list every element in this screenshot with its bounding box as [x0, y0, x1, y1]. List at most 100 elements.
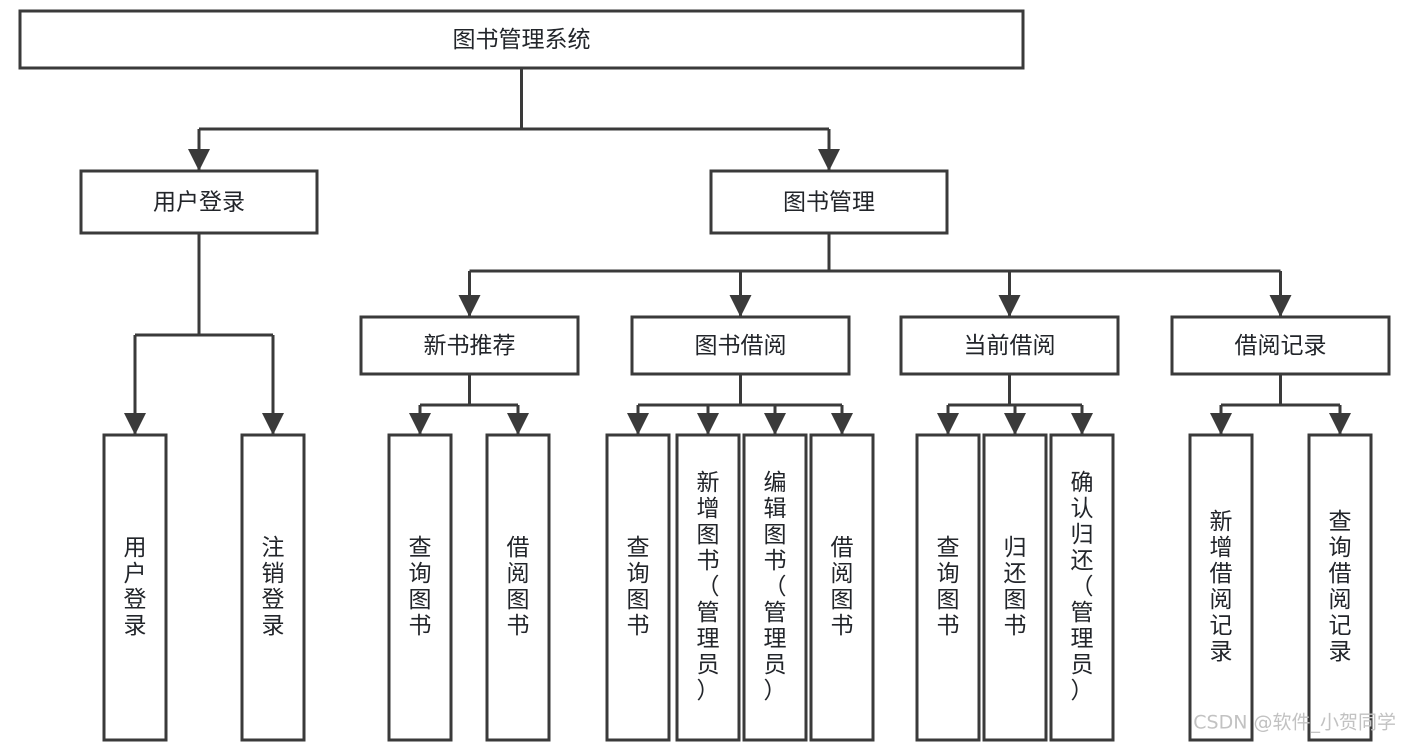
node-label-leaf-add-book-admin-char: ） [697, 678, 720, 704]
node-label-leaf-user-logout-char: 注 [262, 535, 285, 561]
node-leaf-confirm-return-admin[interactable] [1049, 433, 1115, 742]
node-leaf-user-login[interactable] [102, 433, 168, 742]
arrowhead-icon [764, 413, 786, 435]
node-label-leaf-add-book-admin-char: 书 [697, 548, 720, 574]
node-book-borrow[interactable] [630, 315, 851, 376]
node-label-leaf-user-logout-char: 销 [262, 561, 285, 587]
node-leaf-query-borrow-record[interactable] [1307, 433, 1373, 742]
node-label-leaf-edit-book-admin-char: （ [764, 574, 787, 600]
node-label-new-book-recommend: 新书推荐 [424, 333, 516, 359]
node-leaf-return-book[interactable] [982, 433, 1048, 742]
node-leaf-add-book-admin[interactable] [675, 433, 741, 742]
node-label-leaf-query-book-2-char: 查 [627, 535, 650, 561]
node-label-leaf-query-book-3-char: 查 [937, 535, 960, 561]
node-label-leaf-query-borrow-record-char: 阅 [1329, 587, 1352, 613]
arrowhead-icon [697, 413, 719, 435]
node-label-leaf-borrow-book-2-char: 书 [831, 613, 854, 639]
node-label-book-management: 图书管理 [783, 190, 875, 216]
arrowhead-icon [729, 295, 752, 317]
node-label-leaf-edit-book-admin-char: 编 [764, 470, 787, 496]
node-label-leaf-user-login-char: 录 [124, 613, 147, 639]
node-label-leaf-query-book-2-char: 书 [627, 613, 650, 639]
arrowhead-icon [124, 413, 146, 435]
node-label-leaf-add-borrow-record-char: 阅 [1210, 587, 1233, 613]
node-label-leaf-return-book-char: 还 [1004, 561, 1027, 587]
node-leaf-borrow-book-1[interactable] [485, 433, 551, 742]
node-label-leaf-query-borrow-record-char: 录 [1329, 639, 1352, 665]
node-label-leaf-edit-book-admin-char: ） [764, 678, 787, 704]
node-label-leaf-edit-book-admin-char: 图 [764, 522, 787, 548]
node-label-leaf-user-login-char: 户 [124, 561, 147, 587]
edges-layer [124, 68, 1351, 435]
arrowhead-icon [458, 295, 481, 317]
node-leaf-query-book-2[interactable] [605, 433, 671, 742]
node-label-leaf-add-book-admin-char: 新 [697, 470, 720, 496]
node-leaf-query-book-3[interactable] [915, 433, 981, 742]
node-label-user-login: 用户登录 [153, 190, 245, 216]
node-label-leaf-query-book-3-char: 询 [937, 561, 960, 587]
node-label-leaf-add-book-admin-char: 图 [697, 522, 720, 548]
arrowhead-icon [627, 413, 649, 435]
node-label-leaf-query-book-3-char: 图 [937, 587, 960, 613]
nodes-layer: 图书管理系统用户登录图书管理新书推荐图书借阅当前借阅借阅记录用户登录注销登录查询… [18, 9, 1391, 742]
node-label-leaf-add-borrow-record-char: 增 [1210, 535, 1233, 561]
node-label-leaf-query-book-2-char: 图 [627, 587, 650, 613]
node-label-leaf-borrow-book-1-char: 图 [507, 587, 530, 613]
node-label-leaf-add-borrow-record-char: 录 [1210, 639, 1233, 665]
csdn-watermark: CSDN @软件_小贺同学 [1193, 712, 1396, 734]
node-label-leaf-add-book-admin-char: 增 [697, 496, 720, 522]
node-label-leaf-borrow-book-2-char: 借 [831, 535, 854, 561]
node-current-borrow[interactable] [899, 315, 1120, 376]
node-label-leaf-edit-book-admin-char: 员 [764, 652, 787, 678]
node-leaf-query-book-1[interactable] [387, 433, 453, 742]
node-label-leaf-query-borrow-record-char: 借 [1329, 561, 1352, 587]
node-new-book-recommend[interactable] [359, 315, 580, 376]
node-label-leaf-user-login-char: 用 [124, 535, 147, 561]
arrowhead-icon [1071, 413, 1093, 435]
node-root-root[interactable] [18, 9, 1025, 70]
arrowhead-icon [1329, 413, 1351, 435]
node-label-leaf-confirm-return-admin-char: 认 [1071, 496, 1094, 522]
node-label-leaf-add-book-admin-char: 员 [697, 652, 720, 678]
node-label-leaf-add-book-admin-char: 管 [697, 600, 720, 626]
node-label-leaf-add-book-admin-char: 理 [697, 626, 720, 652]
node-label-leaf-edit-book-admin-char: 管 [764, 600, 787, 626]
node-label-leaf-query-book-3-char: 书 [937, 613, 960, 639]
node-leaf-borrow-book-2[interactable] [809, 433, 875, 742]
arrowhead-icon [1269, 295, 1292, 317]
node-label-leaf-borrow-book-1-char: 书 [507, 613, 530, 639]
node-leaf-add-borrow-record[interactable] [1188, 433, 1254, 742]
node-label-leaf-user-logout-char: 登 [262, 587, 285, 613]
node-label-leaf-query-borrow-record-char: 查 [1329, 509, 1352, 535]
node-label-borrow-record: 借阅记录 [1235, 333, 1327, 359]
node-label-leaf-query-book-2-char: 询 [627, 561, 650, 587]
arrowhead-icon [831, 413, 853, 435]
node-user-login[interactable] [79, 169, 319, 235]
arrowhead-icon [409, 413, 431, 435]
node-label-leaf-confirm-return-admin-char: 确 [1071, 470, 1094, 496]
node-label-leaf-confirm-return-admin-char: （ [1071, 574, 1094, 600]
node-leaf-edit-book-admin[interactable] [742, 433, 808, 742]
node-leaf-user-logout[interactable] [240, 433, 306, 742]
node-borrow-record[interactable] [1170, 315, 1391, 376]
node-label-leaf-query-book-1-char: 查 [409, 535, 432, 561]
arrowhead-icon [1210, 413, 1232, 435]
node-label-leaf-borrow-book-1-char: 借 [507, 535, 530, 561]
arrowhead-icon [818, 149, 840, 171]
node-book-management[interactable] [709, 169, 949, 235]
node-label-leaf-user-login: 用户登录 [124, 535, 147, 639]
node-label-current-borrow: 当前借阅 [964, 333, 1056, 359]
node-label-leaf-query-borrow-record-char: 询 [1329, 535, 1352, 561]
node-label-leaf-query-borrow-record-char: 记 [1329, 613, 1352, 639]
node-label-leaf-add-borrow-record-char: 借 [1210, 561, 1233, 587]
